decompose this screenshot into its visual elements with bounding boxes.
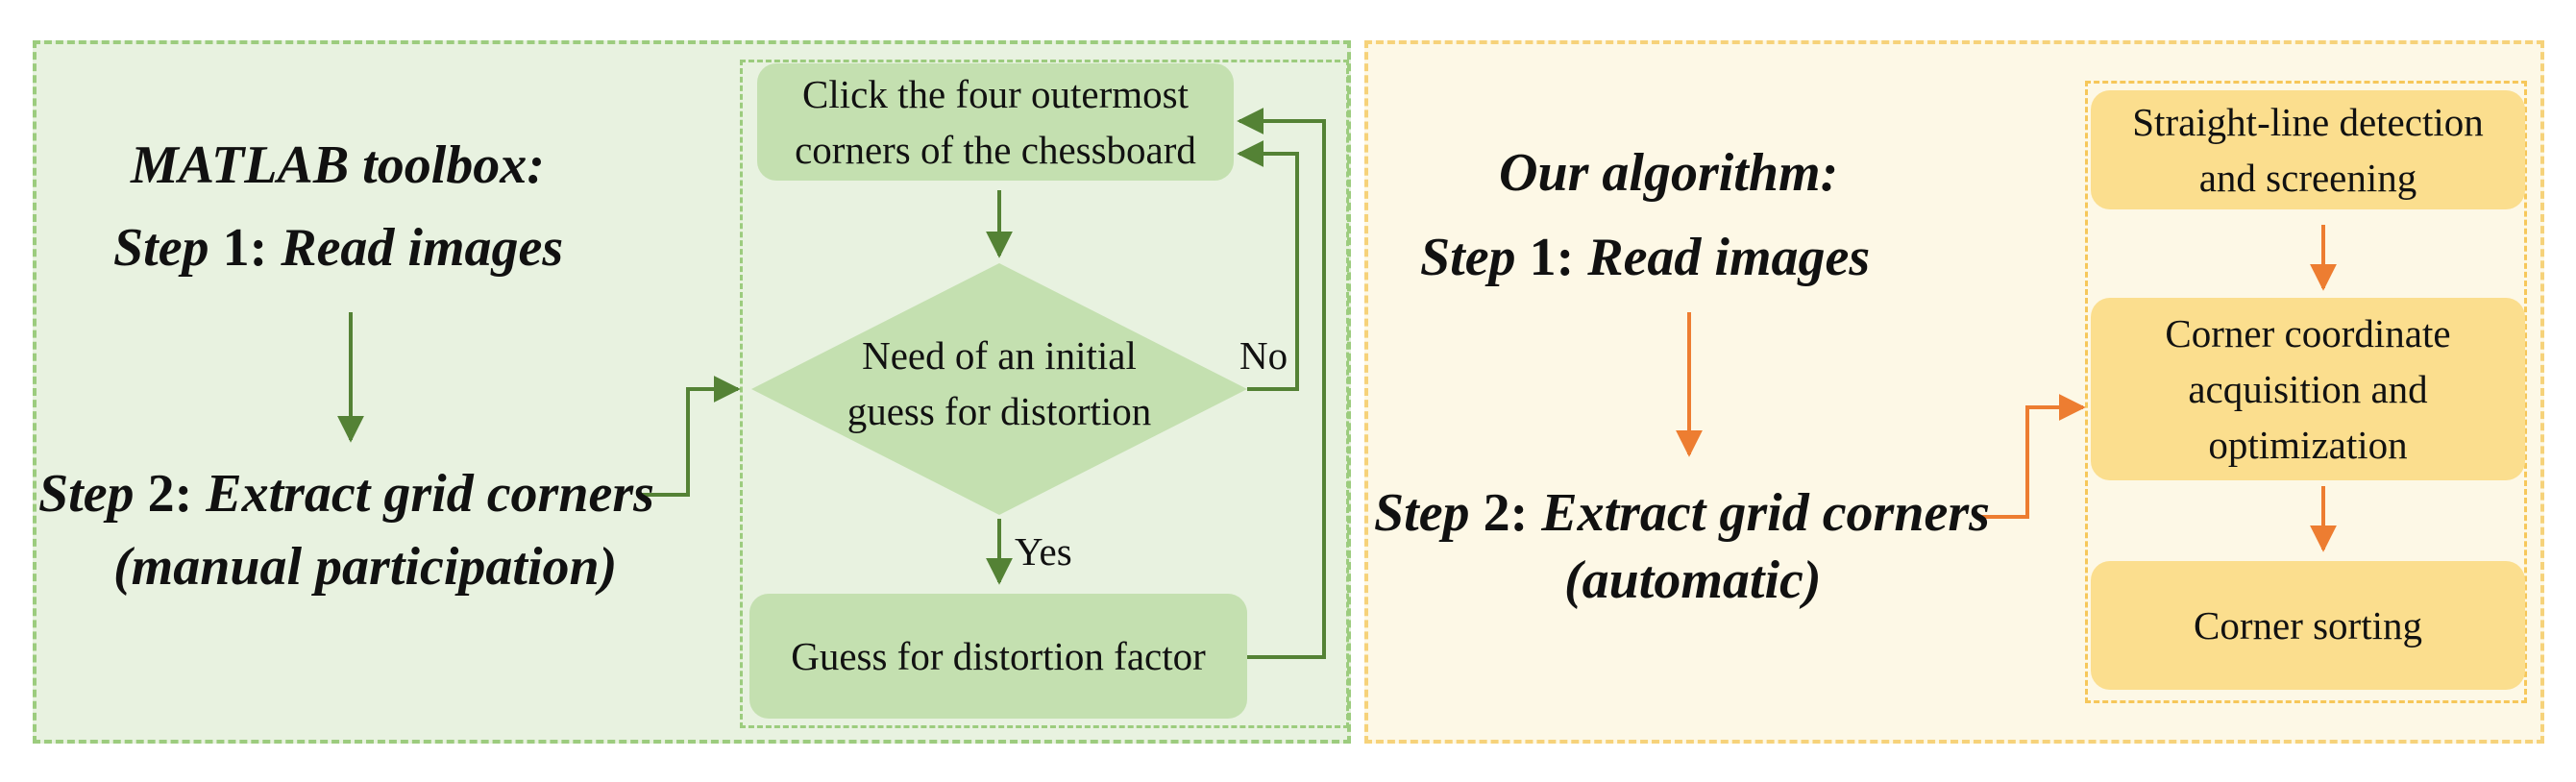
no-loop-arrow	[1237, 140, 1299, 391]
step-text: Extract grid corners	[206, 464, 654, 524]
yes-label: Yes	[1015, 529, 1072, 574]
matlab-title: MATLAB toolbox:	[131, 135, 545, 195]
click-corners-box: Click the four outermost corners of the …	[757, 63, 1234, 181]
guess-distortion-box: Guess for distortion factor	[749, 594, 1247, 719]
algorithm-step2: Step 2: Extract grid corners	[1374, 486, 1990, 540]
box1-line1: Straight-line detection	[2132, 99, 2484, 144]
guess-loop-arrow	[1237, 108, 1326, 659]
line-detection-box: Straight-line detection and screening	[2091, 90, 2525, 209]
step-word: Step	[1374, 483, 1470, 543]
no-label: No	[1239, 333, 1288, 378]
algorithm-flow-container	[2085, 81, 2527, 703]
step-text: Extract grid corners	[1541, 483, 1990, 543]
algorithm-step2-note: (automatic)	[1564, 550, 1822, 610]
step-word: Step	[113, 218, 209, 278]
step2-to-flow-arrow	[642, 376, 741, 497]
algorithm-title: Our algorithm:	[1499, 143, 1839, 203]
algo-step2-to-flow-arrow	[1977, 394, 2086, 519]
step-text: Read images	[1587, 228, 1871, 287]
click-box-line2: corners of the chessboard	[795, 128, 1196, 172]
step-number: 1:	[222, 218, 268, 278]
decision-text-line1: Need of an initial	[862, 333, 1137, 378]
step-text: Read images	[281, 218, 564, 278]
step-word: Step	[1420, 228, 1516, 287]
corner-sorting-box: Corner sorting	[2091, 561, 2525, 690]
click-box-line1: Click the four outermost	[802, 71, 1189, 116]
matlab-step2: Step 2: Extract grid corners	[38, 467, 654, 521]
step-word: Step	[38, 464, 135, 524]
step-number: 2:	[1483, 483, 1529, 543]
corner-coordinate-box: Corner coordinate acquisition and optimi…	[2091, 298, 2525, 480]
algorithm-step1: Step 1: Read images	[1420, 231, 1870, 284]
decision-diamond	[751, 263, 1247, 515]
step-number: 1:	[1529, 228, 1575, 287]
box2-line1: Corner coordinate	[2165, 310, 2451, 355]
matlab-step1: Step 1: Read images	[113, 221, 563, 275]
box2-line2: acquisition and	[2188, 366, 2428, 411]
matlab-flow-container	[740, 60, 1349, 728]
box2-line3: optimization	[2208, 423, 2408, 468]
box1-line2: and screening	[2198, 156, 2417, 200]
decision-text-line2: guess for distortion	[846, 389, 1152, 433]
step-number: 2:	[147, 464, 193, 524]
matlab-step2-note: (manual participation)	[113, 537, 618, 597]
